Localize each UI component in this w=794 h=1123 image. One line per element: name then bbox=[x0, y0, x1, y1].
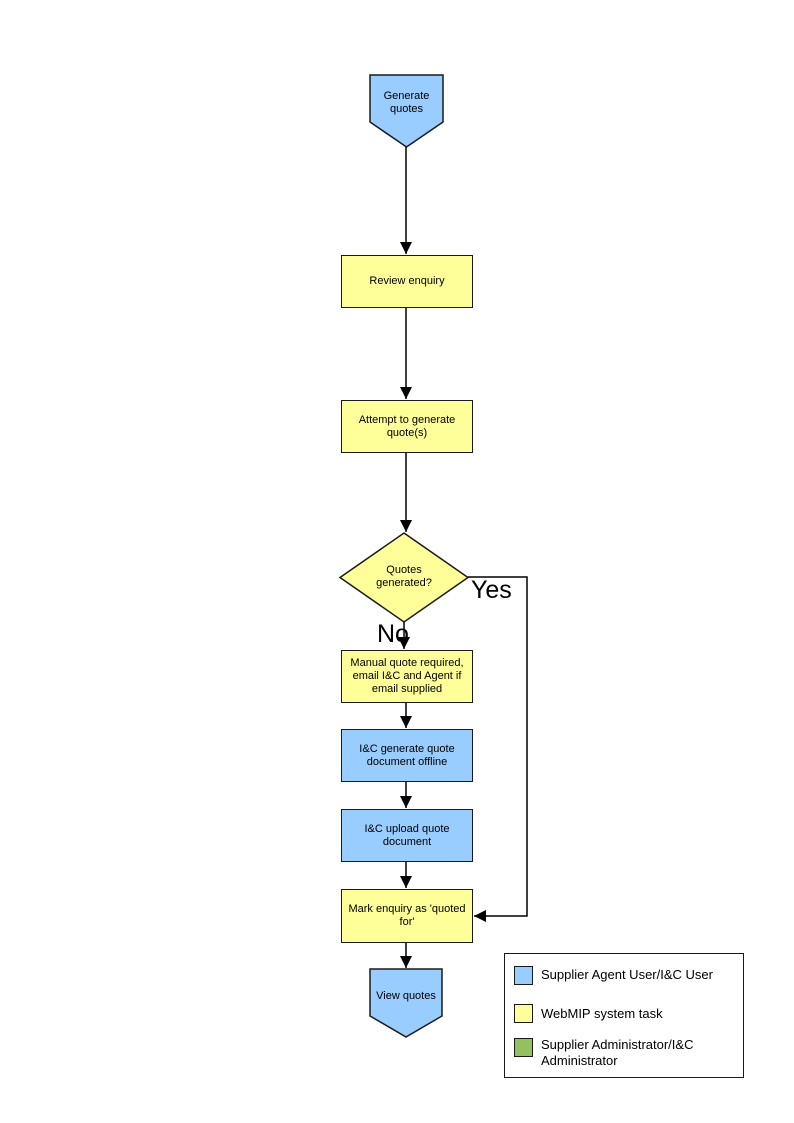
node-generate-quotes-shape bbox=[369, 74, 444, 148]
node-ic-upload-quote: I&C upload quote document bbox=[341, 809, 473, 862]
legend-label-supplier-admin: Supplier Administrator/I&C Administrator bbox=[541, 1037, 694, 1068]
node-manual-quote-required: Manual quote required, email I&C and Age… bbox=[341, 650, 473, 703]
legend: Supplier Agent User/I&C User WebMIP syst… bbox=[504, 953, 744, 1078]
node-mark-enquiry-quoted: Mark enquiry as 'quoted for' bbox=[341, 889, 473, 943]
legend-swatch-supplier-admin bbox=[514, 1038, 533, 1057]
node-review-enquiry: Review enquiry bbox=[341, 255, 473, 308]
node-generate-quotes-label: Generate quotes bbox=[383, 90, 430, 115]
legend-label-supplier-agent: Supplier Agent User/I&C User bbox=[541, 967, 713, 982]
legend-swatch-supplier-agent bbox=[514, 966, 533, 985]
connector-decision-yes-to-mark bbox=[468, 576, 528, 922]
legend-label-webmip-task: WebMIP system task bbox=[541, 1006, 663, 1021]
edge-label-no: No bbox=[377, 620, 409, 648]
node-ic-generate-quote: I&C generate quote document offline bbox=[341, 729, 473, 782]
edge-label-yes: Yes bbox=[471, 576, 512, 604]
node-view-quotes-shape bbox=[369, 968, 443, 1038]
node-attempt-generate-quotes: Attempt to generate quote(s) bbox=[341, 400, 473, 453]
legend-swatch-webmip-task bbox=[514, 1004, 533, 1023]
node-quotes-generated-label: Quotes generated? bbox=[376, 564, 432, 589]
node-view-quotes-label: View quotes bbox=[376, 989, 436, 1002]
